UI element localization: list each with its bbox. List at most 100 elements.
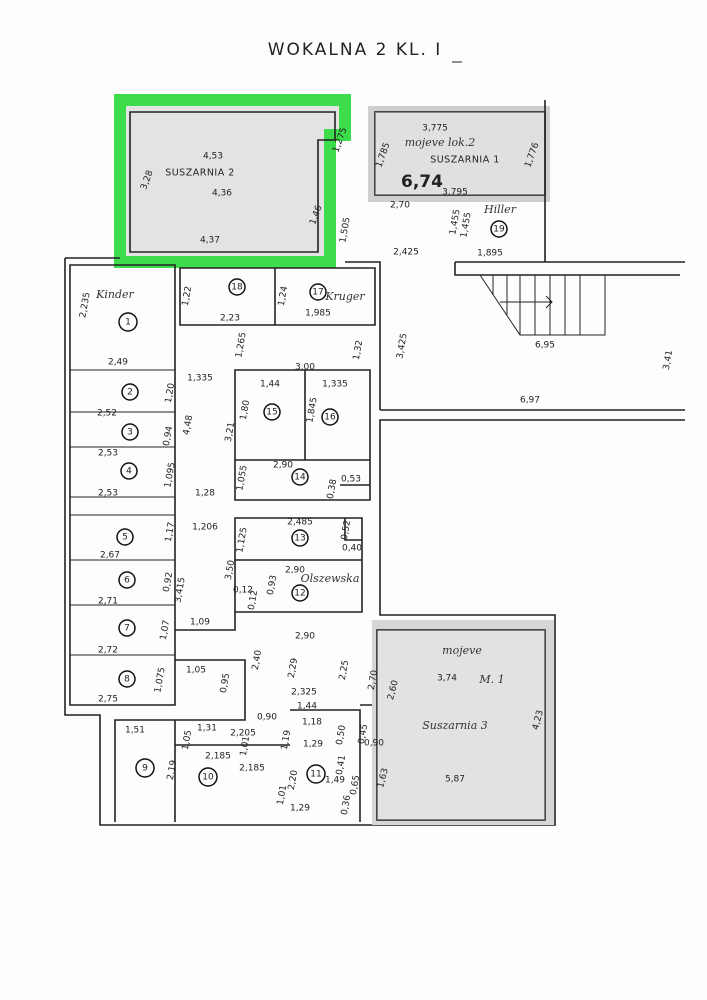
suszarnia-3-room[interactable]: mojeve M. 1 Suszarnia 3 3,74 5,87 2,60 4…: [372, 620, 554, 825]
dimension: 0,12: [233, 586, 253, 596]
dimension: 0,90: [364, 739, 384, 749]
dimension: 3,00: [295, 363, 315, 373]
dimension: 4,37: [200, 236, 220, 246]
room-number: 8: [124, 675, 130, 685]
dimension: 1,22: [181, 285, 194, 306]
dimension: 1,335: [322, 380, 348, 390]
room-number: 6: [124, 576, 130, 586]
tenant-signatures: Kinder Olszewska Kruger Hiller: [95, 203, 517, 585]
dimension: 0,90: [257, 713, 277, 723]
dimension: 4,36: [212, 189, 232, 199]
dimension: 2,53: [98, 449, 118, 459]
dimension: 1,055: [235, 465, 249, 492]
dimension: 2,70: [390, 201, 410, 211]
dimension: 2,325: [291, 688, 317, 698]
dimension: 0,45: [357, 723, 370, 744]
dimension: 3,425: [395, 333, 409, 360]
room-number: 7: [124, 624, 130, 634]
dimension: 4,48: [182, 414, 195, 436]
dimension: 2,19: [166, 759, 179, 781]
dimension: 0,52: [340, 519, 353, 540]
dimension: 1,335: [187, 374, 213, 384]
room-number-circle: [309, 283, 327, 301]
room-number: 18: [231, 283, 243, 293]
dimension: 1,18: [302, 718, 322, 728]
room-number-circle: [490, 220, 508, 238]
dimension: 3,415: [173, 577, 187, 604]
dimension: 2,75: [98, 695, 118, 705]
room-name: Suszarnia 3: [422, 719, 488, 732]
dimension: 2,90: [295, 632, 315, 642]
dimension: 6,95: [535, 341, 555, 351]
dimension: 2,185: [205, 752, 231, 762]
dimension: 0,93: [266, 574, 279, 595]
dimension: 0,36: [340, 794, 353, 816]
dimension: 2,485: [287, 518, 313, 528]
dimension: 1,07: [159, 619, 172, 640]
dimension: 1,51: [125, 726, 145, 736]
room-number-circle: [321, 408, 339, 426]
dimension: 1,44: [260, 380, 280, 390]
dimension: 2,90: [273, 461, 293, 471]
room-number-circle: [120, 462, 138, 480]
room-number-circle: [135, 758, 155, 778]
dimension: 1,095: [163, 462, 177, 489]
dimension: 3,50: [224, 559, 237, 581]
dimension: 1,17: [164, 521, 177, 542]
dimension: 4,53: [203, 152, 223, 162]
plan-title: WOKALNA 2 KL. I: [268, 40, 443, 60]
dimension: 2,72: [98, 646, 118, 656]
room-number: 15: [266, 408, 277, 418]
dimension: 2,49: [108, 358, 128, 368]
room-number-circle: [198, 767, 218, 787]
room-number-circle: [228, 278, 246, 296]
signature: Kruger: [324, 290, 365, 303]
room-number: 1: [125, 318, 131, 328]
suszarnia-1-room[interactable]: mojeve lok.2 SUSZARNIA 1 6,74 3,775 3,79…: [368, 106, 550, 202]
dimension: 1,05: [181, 729, 194, 750]
room-dimensions: 2,235 2,49 1,20 2,52 0,94 2,53 1,095 2,5…: [78, 249, 503, 816]
room-name: SUSZARNIA 1: [430, 155, 500, 166]
walls: [64, 100, 685, 826]
room-number-circle: [116, 528, 134, 546]
dimension: 1,28: [195, 489, 215, 499]
dimension: 1,80: [239, 399, 252, 421]
dimension: 1,05: [186, 666, 206, 676]
room-number: 19: [493, 225, 505, 235]
dimension: 3,41: [662, 349, 675, 370]
dimension: 2,20: [287, 769, 300, 791]
dimension: 1,09: [190, 618, 210, 628]
dimension: 1,24: [277, 285, 290, 307]
dimension: 2,29: [287, 657, 300, 679]
dimension: 0,50: [335, 724, 348, 746]
handwritten-note: mojeve: [442, 644, 482, 657]
dimension: 1,985: [305, 309, 331, 319]
signature: Hiller: [483, 203, 517, 216]
dimension: 3,21: [224, 421, 237, 442]
dimension: 1,075: [153, 667, 167, 694]
room-number: 4: [126, 467, 132, 477]
dimension: 1,29: [290, 804, 310, 814]
dimension: 1,29: [303, 740, 323, 750]
dimension: 1,125: [235, 527, 249, 554]
dimension: 2,25: [338, 659, 351, 680]
dimension: 0,53: [341, 475, 361, 485]
dimension: 1,895: [477, 249, 503, 259]
dimension: 2,425: [393, 248, 419, 258]
dimension: 1,44: [297, 702, 317, 712]
dimension: 0,40: [342, 544, 362, 554]
dimension: 3,74: [437, 674, 457, 684]
dimension: 1,455: [448, 209, 462, 236]
dimension: 1,32: [352, 339, 365, 360]
room-number-circle: [263, 403, 281, 421]
room-number-circle: [291, 529, 309, 547]
dimension: 5,87: [445, 775, 465, 785]
suszarnia-2-room[interactable]: SUSZARNIA 2 4,53 4,36 4,37 3,28 1,46 1,2…: [114, 94, 351, 268]
room-number-circle: [118, 571, 136, 589]
dimension: 2,235: [78, 292, 92, 319]
dimension: 2,70: [367, 669, 380, 691]
room-number: 11: [310, 770, 321, 780]
dimension: 2,90: [285, 566, 305, 576]
dimension: 0,41: [335, 754, 348, 775]
dimension: 3,795: [442, 188, 468, 198]
